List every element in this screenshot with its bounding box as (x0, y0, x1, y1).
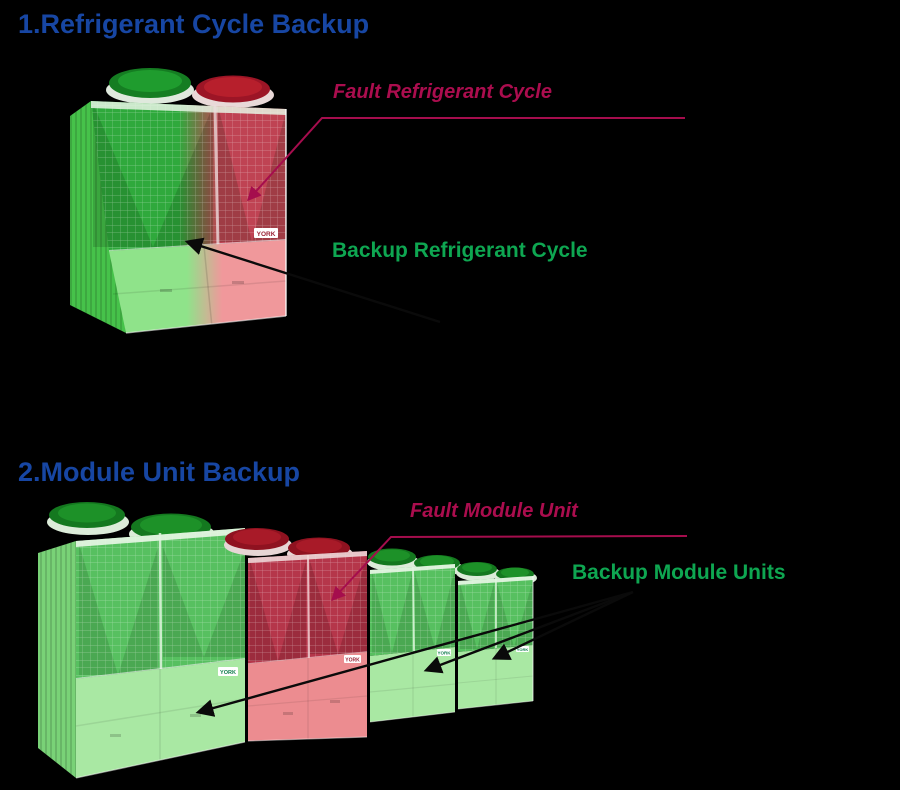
module-unit-4-backup: YORK (456, 562, 537, 710)
fan-fault-red (192, 75, 274, 108)
module-unit-2-fault: YORK (224, 528, 368, 742)
module-unit-3-backup: YORK (367, 548, 463, 723)
svg-text:YORK: YORK (257, 231, 276, 238)
svg-text:YORK: YORK (437, 651, 451, 656)
backup-cycle-arrow (184, 237, 441, 324)
fault-module-arrow (331, 535, 688, 602)
backup-refrigerant-cycle-label: Backup Refrigerant Cycle (332, 239, 588, 262)
fault-cycle-arrow (247, 117, 685, 202)
backup-module-arrows (195, 590, 634, 717)
backup-module-units-label: Backup Module Units (572, 561, 786, 584)
unit-base-cabinet (109, 240, 286, 333)
section2-title: 2.Module Unit Backup (18, 457, 301, 487)
chiller-unit-illustration: YORK (70, 68, 287, 334)
svg-text:YORK: YORK (345, 658, 360, 664)
brand-tag: YORK (254, 228, 278, 238)
fault-module-unit-label: Fault Module Unit (410, 500, 578, 522)
fan-backup-green (106, 68, 194, 104)
fault-refrigerant-cycle-label: Fault Refrigerant Cycle (333, 81, 552, 103)
svg-text:YORK: YORK (220, 670, 236, 676)
svg-text:YORK: YORK (517, 647, 529, 652)
module-unit-1-backup: YORK (38, 502, 246, 779)
section1-title: 1.Refrigerant Cycle Backup (18, 9, 370, 39)
